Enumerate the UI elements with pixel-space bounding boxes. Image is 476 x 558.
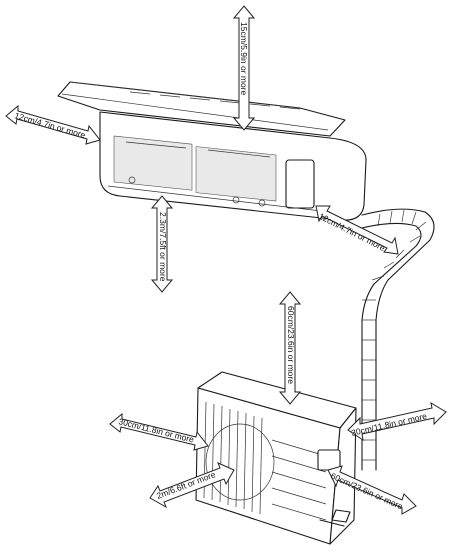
label-outdoor-left-clearance: 30cm/11.8in or more bbox=[118, 416, 196, 444]
indoor-unit bbox=[57, 81, 367, 221]
clearance-arrows bbox=[5, 5, 447, 515]
label-left-indoor-clearance: 12cm/4.7in or more bbox=[13, 110, 86, 140]
label-top-clearance: 15cm/5.9in or more bbox=[239, 22, 249, 95]
left-air-filter bbox=[113, 135, 193, 191]
refrigerant-pipe bbox=[361, 208, 435, 471]
label-outdoor-top-clearance: 60cm/23.6in or more bbox=[286, 306, 296, 384]
label-floor-clearance: 2.3m/7.5ft or more bbox=[158, 212, 168, 282]
right-air-filter bbox=[195, 146, 277, 202]
outdoor-unit bbox=[195, 371, 357, 545]
